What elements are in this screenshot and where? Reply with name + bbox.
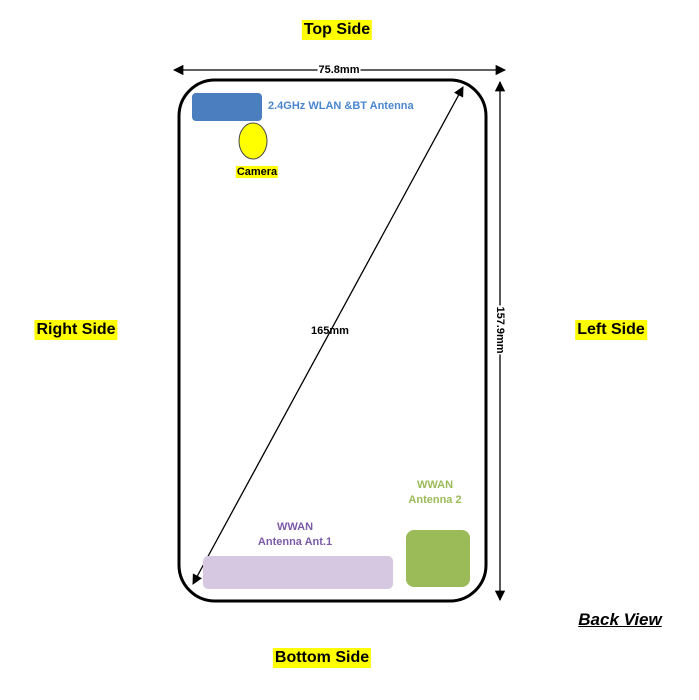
wwan-antenna-1-label: WWAN Antenna Ant.1 [258,520,332,550]
wlan-bt-antenna-label: 2.4GHz WLAN &BT Antenna [268,100,414,112]
wwan-antenna-1-label-line2: Antenna Ant.1 [257,536,333,548]
wwan-antenna-2-label-line1: WWAN [416,479,454,491]
left-side-label: Left Side [575,320,647,340]
top-side-label: Top Side [301,20,373,40]
wwan-antenna-1-area [203,556,393,589]
bottom-side-label: Bottom Side [272,648,372,668]
wwan-antenna-2-label: WWAN Antenna 2 [408,478,461,508]
diagonal-dimension-arrow [192,86,464,585]
width-dimension-label: 75.8mm [317,64,361,76]
height-dimension-label: 157.9mm [494,305,506,355]
wlan-bt-antenna-area [192,93,262,121]
right-side-label: Right Side [34,320,118,340]
camera-icon [238,122,268,160]
wwan-antenna-1-label-line1: WWAN [276,521,314,533]
back-view-label: Back View [578,610,662,629]
wwan-antenna-2-label-line2: Antenna 2 [408,494,462,506]
camera-label: Camera [235,166,279,178]
wwan-antenna-2-area [406,530,470,587]
diagonal-dimension-label: 165mm [311,325,349,337]
phone-outline [177,78,488,603]
